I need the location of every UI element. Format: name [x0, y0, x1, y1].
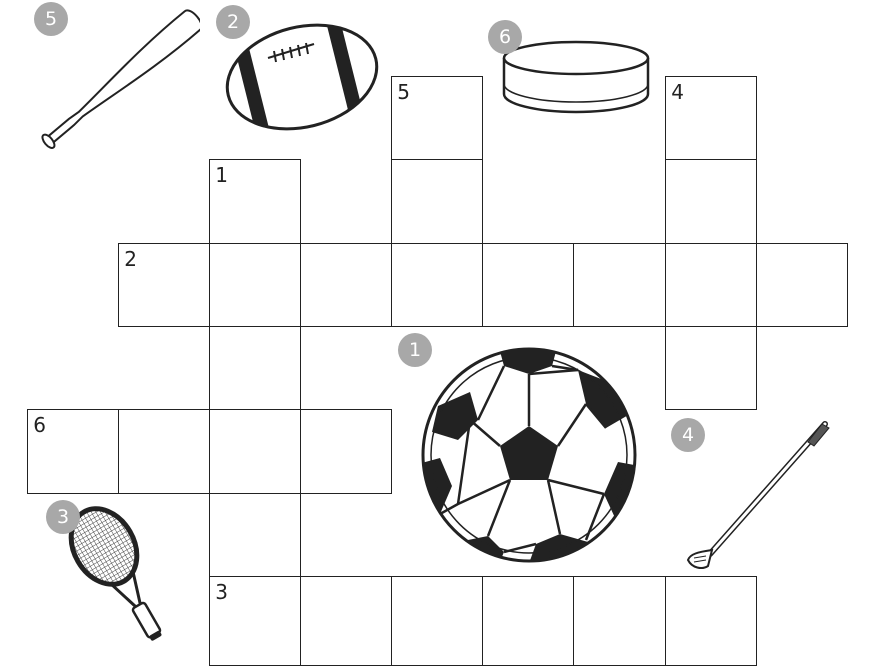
crossword-cell[interactable]: [665, 159, 758, 245]
clue-number-1: 1: [215, 163, 228, 188]
clue-number-2: 2: [124, 247, 137, 272]
clue-number-4: 4: [671, 80, 684, 105]
american-football-icon: [225, 20, 379, 134]
tennis-racket-icon: [68, 506, 162, 641]
crossword-cell[interactable]: 5: [391, 76, 484, 161]
crossword-cell[interactable]: 2: [118, 243, 211, 328]
crossword-cell[interactable]: [300, 576, 393, 666]
crossword-cell[interactable]: [665, 243, 758, 328]
crossword-cell[interactable]: 3: [209, 576, 302, 666]
crossword-cell[interactable]: [118, 409, 211, 495]
picture-badge-4: 4: [671, 418, 705, 452]
baseball-bat-icon: [41, 9, 200, 149]
clue-number-5: 5: [397, 80, 410, 105]
crossword-cell[interactable]: [209, 326, 302, 412]
crossword-cell[interactable]: [209, 243, 302, 328]
crossword-cell[interactable]: [482, 576, 575, 666]
picture-badge-6: 6: [488, 20, 522, 54]
crossword-cell[interactable]: [391, 243, 484, 328]
crossword-cell[interactable]: [482, 243, 575, 328]
crossword-cell[interactable]: 6: [27, 409, 120, 495]
crossword-cell[interactable]: 1: [209, 159, 302, 245]
picture-badge-1: 1: [398, 333, 432, 367]
clue-number-6: 6: [33, 413, 46, 438]
picture-badge-5: 5: [34, 2, 68, 36]
soccer-ball-icon: [421, 347, 637, 563]
picture-badge-3: 3: [46, 500, 80, 534]
crossword-cell[interactable]: [209, 409, 302, 495]
crossword-cell[interactable]: [300, 243, 393, 328]
crossword-cell[interactable]: [665, 576, 758, 666]
crossword-cell[interactable]: [756, 243, 849, 328]
crossword-cell[interactable]: [391, 576, 484, 666]
crossword-cell[interactable]: [573, 576, 667, 666]
crossword-cell[interactable]: [665, 326, 758, 411]
crossword-cell[interactable]: 4: [665, 76, 758, 161]
crossword-cell[interactable]: [391, 159, 484, 245]
golf-club-icon: [686, 421, 830, 569]
clue-number-3: 3: [215, 580, 228, 605]
crossword-cell[interactable]: [573, 243, 667, 328]
picture-badge-2: 2: [216, 5, 250, 39]
hockey-puck-icon: [502, 40, 650, 114]
crossword-cell[interactable]: [300, 409, 393, 495]
crossword-cell[interactable]: [209, 493, 302, 579]
